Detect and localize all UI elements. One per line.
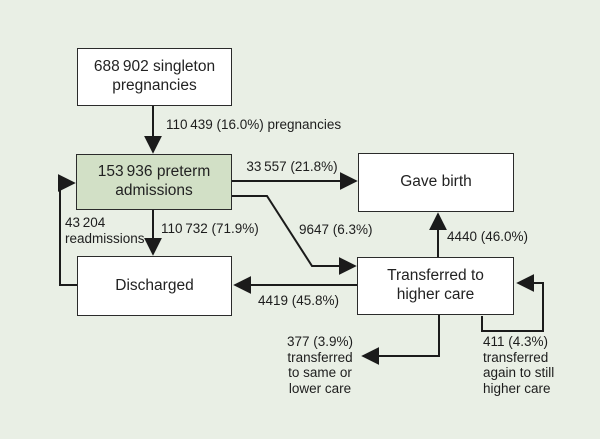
node-singleton-pregnancies: 688 902 singleton pregnancies <box>77 48 232 106</box>
node-gave-birth: Gave birth <box>358 153 514 212</box>
edge-label-preterm-to-discharged: 110 732 (71.9%) <box>161 221 259 236</box>
node-transferred-higher-care: Transferred to higher care <box>357 257 514 315</box>
arrow-transferred-to-lower-care <box>361 315 440 365</box>
node-preterm-admissions: 153 936 preterm admissions <box>76 154 232 210</box>
edge-label-transferred-to-discharged: 4419 (45.8%) <box>258 293 340 308</box>
edge-label-preterm-to-gave-birth: 33 557 (21.8%) <box>246 159 338 174</box>
edge-label-transferred-to-lower-care: 377 (3.9%) transferred to same or lower … <box>286 334 354 396</box>
edge-label-pregnancies-to-preterm: 110 439 (16.0%) pregnancies <box>166 117 342 132</box>
edge-label-readmissions: 43 204 readmissions <box>65 215 145 246</box>
node-discharged: Discharged <box>77 256 232 316</box>
edge-label-transferred-to-higher-again: 411 (4.3%) transferred again to still hi… <box>483 334 555 396</box>
edge-label-preterm-to-transferred: 9647 (6.3%) <box>299 222 373 237</box>
edge-label-transferred-to-gave-birth: 4440 (46.0%) <box>447 229 529 244</box>
